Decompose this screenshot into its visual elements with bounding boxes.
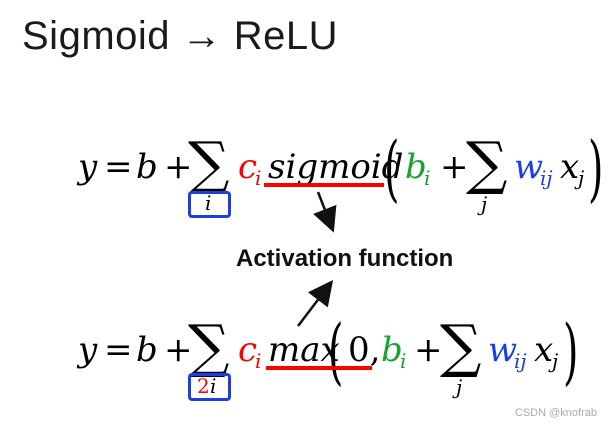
arrow-from-max	[297, 280, 334, 327]
eq1-b: b	[136, 147, 158, 187]
slide-title: Sigmoid → ReLU	[22, 14, 339, 58]
eq1-sum2: ∑	[466, 129, 508, 197]
eq2-bi: b	[381, 330, 403, 370]
eq2-max-underline	[266, 366, 372, 370]
eq2-bi-sub: i	[400, 349, 407, 373]
eq1-bi: b	[405, 147, 427, 187]
eq1-sum2-index: j	[481, 192, 488, 216]
eq2-sum-index-i: i	[210, 374, 217, 398]
eq1-y: y	[78, 147, 98, 187]
eq1-sum: ∑	[188, 129, 230, 197]
eq1-x: x	[560, 147, 580, 187]
eq2-b: b	[136, 330, 158, 370]
eq2-plus: +	[164, 330, 193, 370]
eq2-zero: 0,	[348, 330, 381, 370]
eq1-c-sub: i	[255, 166, 262, 190]
eq2-y: y	[78, 330, 98, 370]
eq1-sum-index: i	[205, 191, 212, 215]
eq1-equals: =	[104, 147, 133, 187]
eq1-plus2: +	[440, 147, 469, 187]
eq2-w-sub: ij	[514, 349, 527, 373]
eq2-x-sub: j	[552, 349, 559, 373]
eq2-right-paren: )	[563, 309, 579, 393]
eq1-x-sub: j	[578, 166, 585, 190]
eq1-right-paren: )	[588, 126, 604, 210]
eq2-sum-index-2: 2	[197, 374, 210, 398]
eq2-w: w	[488, 330, 518, 370]
eq2-x: x	[534, 330, 554, 370]
eq2-sum2-index: j	[456, 375, 463, 399]
eq1-c: c	[238, 147, 258, 187]
activation-function-label: Activation function	[236, 245, 454, 272]
eq1-w: w	[514, 147, 544, 187]
eq2-c: c	[238, 330, 258, 370]
eq1-left-paren: (	[384, 126, 400, 210]
eq1-sigmoid: sigmoid	[268, 147, 404, 187]
eq2-sum: ∑	[188, 312, 230, 380]
eq2-max: max	[268, 330, 340, 370]
eq2-sum2: ∑	[440, 312, 482, 380]
eq1-plus: +	[164, 147, 193, 187]
eq1-sum-index-box	[188, 191, 231, 218]
eq2-equals: =	[104, 330, 133, 370]
arrow-from-sigmoid	[313, 191, 337, 233]
eq1-w-sub: ij	[540, 166, 553, 190]
eq2-plus2: +	[414, 330, 443, 370]
eq2-left-paren: (	[328, 309, 344, 393]
watermark: CSDN @knofrab	[514, 407, 597, 419]
eq1-bi-sub: i	[424, 166, 431, 190]
eq2-sum-index-box	[188, 373, 231, 401]
eq1-sigmoid-underline	[264, 183, 384, 187]
eq2-c-sub: i	[255, 349, 262, 373]
